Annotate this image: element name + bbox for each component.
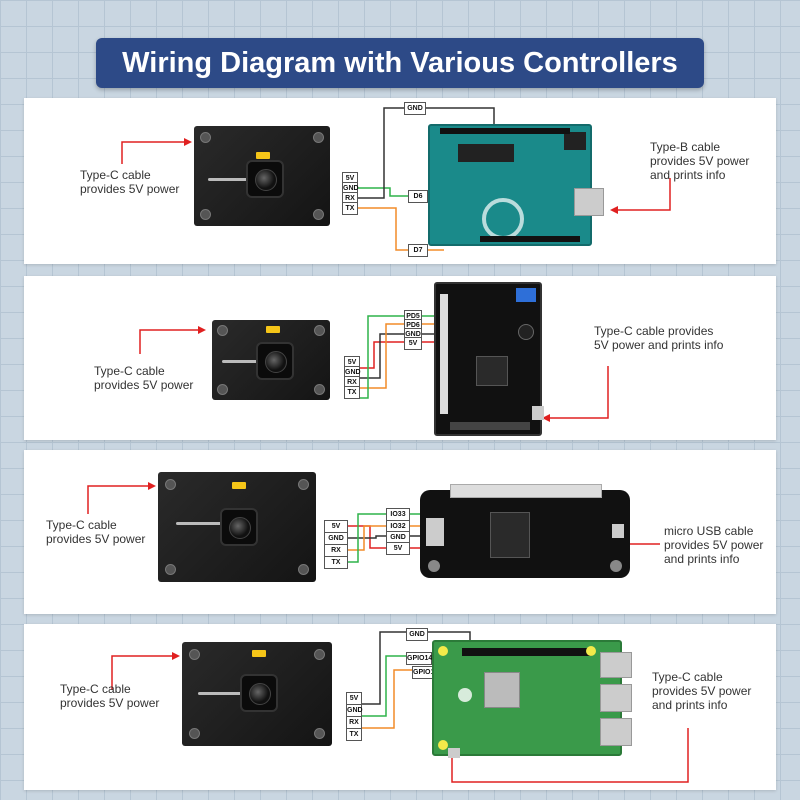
camera-module [158, 472, 316, 582]
camera-module [194, 126, 330, 226]
micro-usb-port-icon [612, 524, 624, 538]
pin-tx: TX [324, 556, 348, 569]
arduino-uno-board [428, 124, 604, 246]
pin-tx: TX [342, 202, 358, 215]
raspberry-pi-board [432, 640, 632, 758]
page-title: Wiring Diagram with Various Controllers [96, 38, 704, 88]
usb-b-port-icon [574, 188, 604, 216]
lens-icon [249, 683, 271, 705]
camera-module [182, 642, 332, 746]
tag-5v: 5V [404, 337, 422, 350]
tag-gpio15: GPIO15 [412, 666, 438, 679]
raspberry-logo-icon [458, 688, 472, 702]
tag-gnd: GND [404, 102, 426, 115]
panel-controller-wires [139, 315, 609, 422]
arduino-logo-icon [482, 198, 524, 240]
controller-board [434, 282, 544, 436]
panel-esp32-wires [87, 482, 660, 563]
usb-c-port-icon [532, 406, 544, 420]
tag-d6: D6 [408, 190, 428, 203]
pin-tx: TX [344, 386, 360, 399]
pin-gnd: GND [344, 366, 361, 379]
pin-tx: TX [346, 728, 362, 741]
tag-5v: 5V [386, 542, 410, 555]
tag-gpio14: GPIO14 [406, 652, 432, 665]
lens-icon [229, 517, 251, 539]
lens-icon [265, 351, 287, 373]
esp32-board [420, 484, 630, 578]
tag-gnd: GND [406, 628, 428, 641]
tag-d7: D7 [408, 244, 428, 257]
usb-c-port-icon [448, 748, 460, 758]
camera-module [212, 320, 330, 400]
lens-icon [255, 169, 277, 191]
